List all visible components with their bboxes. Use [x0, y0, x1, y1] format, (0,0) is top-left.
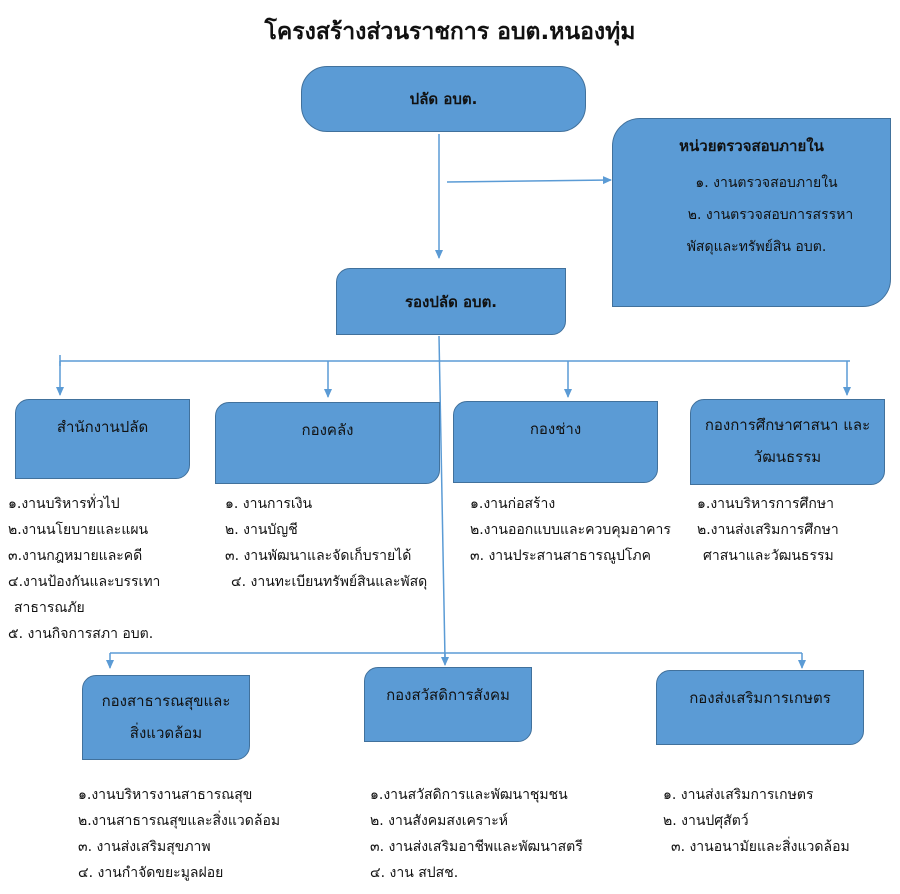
node-engineering-label: กองช่าง: [529, 420, 582, 438]
list-finance-item: ๑. งานการเงิน: [225, 496, 313, 512]
list-finance-item: ๓. งานพัฒนาและจัดเก็บรายได้: [225, 548, 412, 564]
list-engineering-item: ๓. งานประสานสาธารณูปโภค: [470, 548, 651, 564]
list-engineering-item: ๒.งานออกแบบและควบคุมอาคาร: [470, 522, 671, 538]
list-health-item: ๓. งานส่งเสริมสุขภาพ: [78, 839, 211, 855]
node-welfare: กองสวัสดิการสังคม: [364, 667, 532, 742]
internal-audit-item-3: พัสดุและทรัพย์สิน อบต.: [686, 239, 827, 255]
list-education: ๑.งานบริหารการศึกษา ๒.งานส่งเสริมการศึกษ…: [697, 491, 839, 569]
list-agriculture: ๑. งานส่งเสริมการเกษตร ๒. งานปศุสัตว์ ๓.…: [663, 782, 850, 860]
list-agriculture-item: ๑. งานส่งเสริมการเกษตร: [663, 787, 814, 803]
list-welfare-item: ๓. งานส่งเสริมอาชีพและพัฒนาสตรี: [370, 839, 583, 855]
to-internal-audit-arrow: [446, 176, 612, 185]
deputy-trunk: [438, 335, 446, 660]
list-agriculture-item: ๒. งานปศุสัตว์: [663, 813, 749, 829]
list-office: ๑.งานบริหารทั่วไป ๒.งานนโยบายและแผน ๓.งา…: [8, 491, 160, 647]
list-office-item: ๕. งานกิจการสภา อบต.: [8, 626, 154, 642]
list-education-item: ๑.งานบริหารการศึกษา: [697, 496, 834, 512]
list-office-item: สาธารณภัย: [14, 600, 85, 616]
internal-audit-item-2: ๒. งานตรวจสอบการสรรหา: [687, 207, 854, 223]
internal-audit-item-1: ๑. งานตรวจสอบภายใน: [695, 175, 838, 191]
list-education-item: ศาสนาและวัฒนธรรม: [703, 548, 834, 564]
list-welfare-item: ๒. งานสังคมสงเคราะห์: [370, 813, 509, 829]
list-finance: ๑. งานการเงิน ๒. งานบัญชี ๓. งานพัฒนาและ…: [225, 491, 427, 595]
list-education-item: ๒.งานส่งเสริมการศึกษา: [697, 522, 839, 538]
node-education-label-2: วัฒนธรรม: [753, 448, 822, 466]
node-deputy: รองปลัด อบต.: [336, 268, 566, 335]
node-education: กองการศึกษาศาสนา และ วัฒนธรรม: [690, 399, 885, 485]
node-health: กองสาธารณสุขและ สิ่งแวดล้อม: [82, 675, 250, 760]
list-health-item: ๑.งานบริหารงานสาธารณสุข: [78, 787, 253, 803]
list-agriculture-item: ๓. งานอนามัยและสิ่งแวดล้อม: [671, 839, 850, 855]
node-chief-label: ปลัด อบต.: [409, 90, 478, 108]
list-office-item: ๒.งานนโยบายและแผน: [8, 522, 149, 538]
node-finance: กองคลัง: [215, 402, 440, 484]
list-office-item: ๔.งานป้องกันและบรรเทา: [8, 574, 161, 590]
internal-audit-title: หน่วยตรวจสอบภายใน: [679, 137, 824, 155]
node-welfare-label: กองสวัสดิการสังคม: [386, 686, 510, 704]
node-health-label-1: กองสาธารณสุขและ: [101, 692, 231, 710]
node-health-label-2: สิ่งแวดล้อม: [129, 724, 203, 742]
list-welfare: ๑.งานสวัสดิการและพัฒนาชุมชน ๒. งานสังคมส…: [370, 782, 583, 886]
list-office-item: ๑.งานบริหารทั่วไป: [8, 496, 120, 512]
chart-title: โครงสร้างส่วนราชการ อบต.หนองทุ่ม: [264, 19, 636, 45]
list-engineering-item: ๑.งานก่อสร้าง: [470, 496, 556, 512]
node-chief: ปลัด อบต.: [301, 66, 586, 132]
list-welfare-item: ๔. งาน สปสช.: [370, 865, 459, 881]
list-welfare-item: ๑.งานสวัสดิการและพัฒนาชุมชน: [370, 787, 568, 803]
list-health: ๑.งานบริหารงานสาธารณสุข ๒.งานสาธารณสุขแล…: [78, 782, 280, 886]
list-engineering: ๑.งานก่อสร้าง ๒.งานออกแบบและควบคุมอาคาร …: [470, 491, 671, 569]
node-internal-audit: หน่วยตรวจสอบภายใน ๑. งานตรวจสอบภายใน ๒. …: [612, 118, 891, 307]
node-agriculture-label: กองส่งเสริมการเกษตร: [689, 689, 831, 707]
list-health-item: ๔. งานกำจัดขยะมูลฝอย: [78, 865, 224, 881]
node-office-label: สำนักงานปลัด: [56, 418, 149, 436]
node-office: สำนักงานปลัด: [15, 399, 190, 479]
node-deputy-label: รองปลัด อบต.: [404, 292, 498, 311]
node-education-label-1: กองการศึกษาศาสนา และ: [704, 416, 871, 434]
node-finance-label: กองคลัง: [301, 421, 354, 439]
list-finance-item: ๔. งานทะเบียนทรัพย์สินและพัสดุ: [231, 574, 428, 590]
node-engineering: กองช่าง: [453, 401, 658, 483]
node-agriculture: กองส่งเสริมการเกษตร: [656, 670, 864, 745]
list-health-item: ๒.งานสาธารณสุขและสิ่งแวดล้อม: [78, 813, 281, 829]
list-office-item: ๓.งานกฎหมายและคดี: [8, 548, 143, 564]
list-finance-item: ๒. งานบัญชี: [225, 522, 298, 538]
